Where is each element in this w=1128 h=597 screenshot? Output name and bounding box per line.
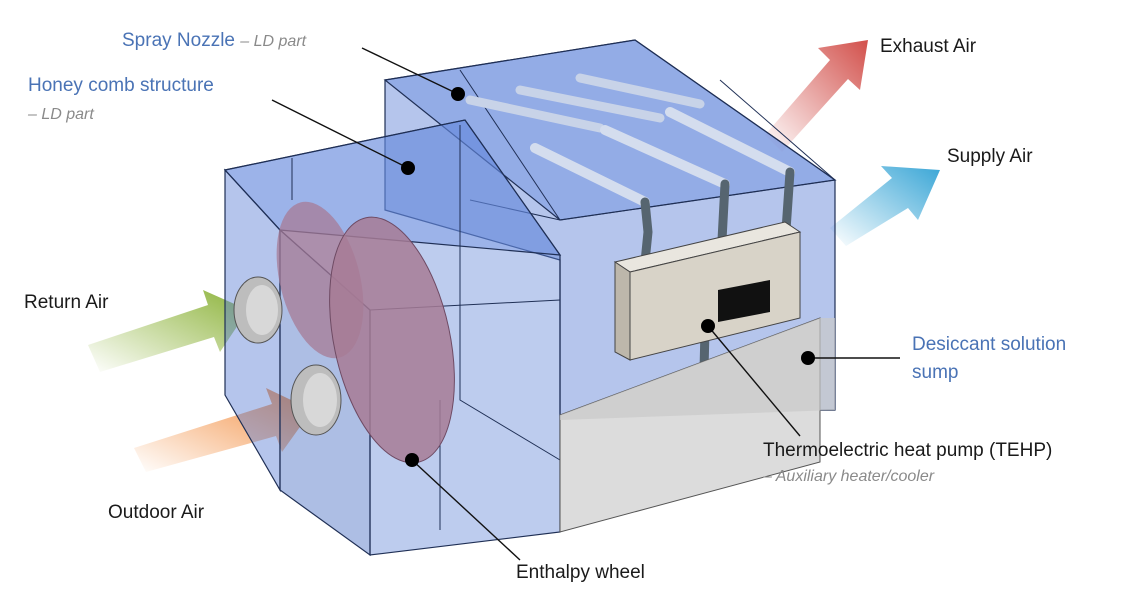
outdoor-air-inlet xyxy=(290,364,342,436)
desiccant-label-line2: sump xyxy=(912,362,959,383)
enthalpy-wheel-label: Enthalpy wheel xyxy=(516,562,645,583)
return-air-inlet xyxy=(233,276,283,344)
return-air-label: Return Air xyxy=(24,292,109,313)
desiccant-label-line1: Desiccant solution xyxy=(912,334,1067,355)
honeycomb-label: Honey comb structure xyxy=(28,75,214,96)
exhaust-air-arrow xyxy=(765,40,868,152)
supply-air-arrow xyxy=(830,166,940,246)
spray-nozzle-title: Spray Nozzle xyxy=(122,30,235,51)
exhaust-air-label: Exhaust Air xyxy=(880,36,977,57)
callout-dots xyxy=(401,87,815,467)
return-air-arrow xyxy=(88,290,248,372)
honeycomb-sub: – LD part xyxy=(28,106,94,123)
leader-lines xyxy=(271,47,900,561)
enthalpy-wheel xyxy=(276,201,455,464)
spray-nozzle-sub: – LD part xyxy=(240,33,307,50)
outdoor-air-arrow xyxy=(134,388,312,472)
outdoor-air-label: Outdoor Air xyxy=(108,502,205,523)
supply-air-label: Supply Air xyxy=(947,146,1033,167)
spray-nozzle-label: Spray Nozzle – LD part xyxy=(122,30,306,52)
tehp-sub: – Auxiliary heater/cooler xyxy=(763,468,935,485)
spray-nozzle-pipes xyxy=(465,73,795,207)
tehp-label: Thermoelectric heat pump (TEHP) xyxy=(763,440,1053,461)
desiccant-sump xyxy=(559,317,835,533)
tehp-unit xyxy=(613,221,802,361)
